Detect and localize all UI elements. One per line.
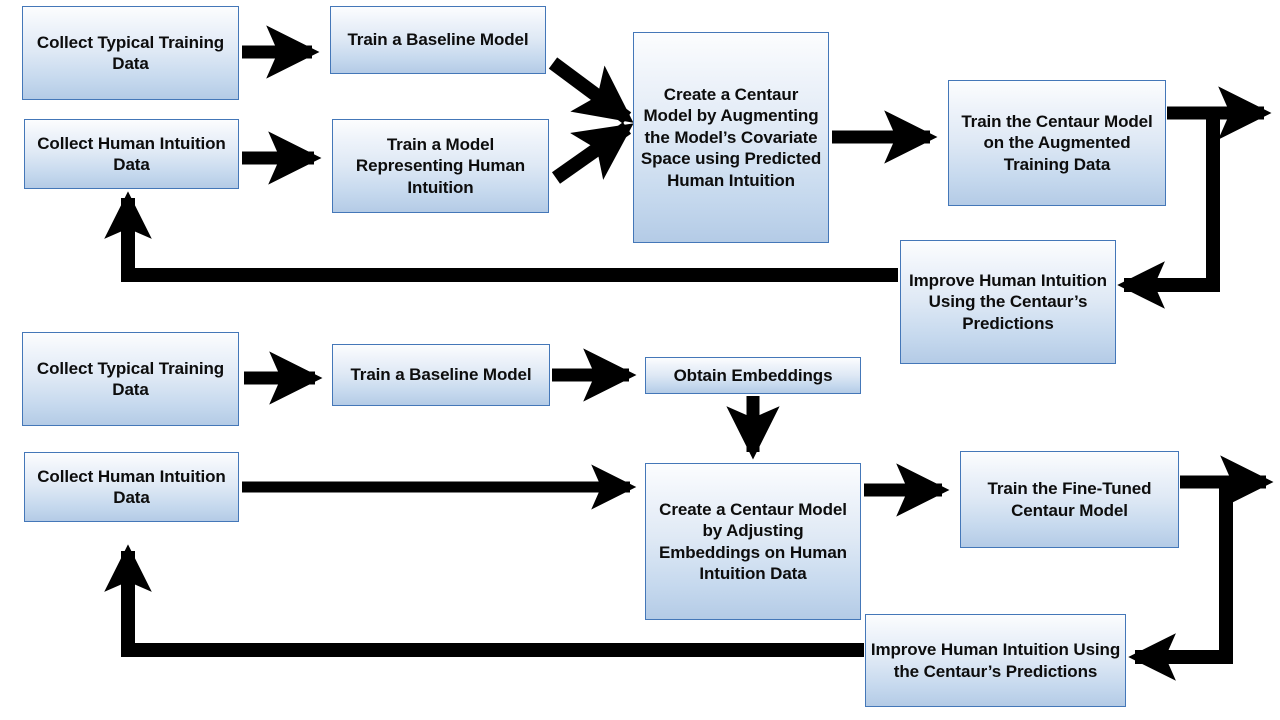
node-improve-human-intuition-bottom[interactable]: Improve Human Intuition Using the Centau… <box>865 614 1126 707</box>
arrow-improve-intuition-to-collect-intuition-bottom <box>104 544 864 657</box>
node-label: Collect Typical Training Data <box>36 358 225 399</box>
node-train-fine-tuned-centaur-model-bottom[interactable]: Train the Fine-Tuned Centaur Model <box>960 451 1179 548</box>
node-label: Create a Centaur Model by Adjusting Embe… <box>659 499 847 583</box>
node-train-baseline-model-bottom[interactable]: Train a Baseline Model <box>332 344 550 406</box>
node-collect-human-intuition-data-top[interactable]: Collect Human Intuition Data <box>24 119 239 189</box>
node-create-centaur-model-adjusting-bottom[interactable]: Create a Centaur Model by Adjusting Embe… <box>645 463 861 620</box>
arrow-intuition-model-to-create-centaur-top <box>551 122 634 184</box>
node-label: Collect Human Intuition Data <box>37 133 226 174</box>
node-label: Collect Typical Training Data <box>36 32 225 73</box>
node-train-baseline-model-top[interactable]: Train a Baseline Model <box>330 6 546 74</box>
node-label: Improve Human Intuition Using the Centau… <box>909 270 1107 333</box>
node-create-centaur-model-augmenting-top[interactable]: Create a Centaur Model by Augmenting the… <box>633 32 829 243</box>
node-label: Obtain Embeddings <box>673 365 833 385</box>
node-label: Train a Baseline Model <box>350 365 532 385</box>
node-label: Collect Human Intuition Data <box>37 466 226 507</box>
node-label: Create a Centaur Model by Augmenting the… <box>640 84 822 190</box>
node-label: Train a Baseline Model <box>347 30 529 50</box>
node-label: Train a Model Representing Human Intuiti… <box>355 134 526 197</box>
node-label: Improve Human Intuition Using the Centau… <box>870 640 1121 681</box>
arrow-train-finetuned-to-improve-intuition-bottom <box>1128 482 1233 681</box>
node-collect-typical-training-data-top[interactable]: Collect Typical Training Data <box>22 6 239 100</box>
node-collect-typical-training-data-bottom[interactable]: Collect Typical Training Data <box>22 332 239 426</box>
node-train-model-representing-human-intuition-top[interactable]: Train a Model Representing Human Intuiti… <box>332 119 549 213</box>
arrow-improve-intuition-to-collect-intuition-top <box>104 191 898 282</box>
node-obtain-embeddings-bottom[interactable]: Obtain Embeddings <box>645 357 861 394</box>
node-label: Train the Centaur Model on the Augmented… <box>961 111 1153 174</box>
node-label: Train the Fine-Tuned Centaur Model <box>987 479 1152 520</box>
arrow-train-centaur-to-improve-intuition-top <box>1117 113 1220 309</box>
arrow-baseline-to-create-centaur-top <box>548 57 634 124</box>
node-collect-human-intuition-data-bottom[interactable]: Collect Human Intuition Data <box>24 452 239 522</box>
node-train-centaur-model-augmented-top[interactable]: Train the Centaur Model on the Augmented… <box>948 80 1166 206</box>
node-improve-human-intuition-top[interactable]: Improve Human Intuition Using the Centau… <box>900 240 1116 364</box>
